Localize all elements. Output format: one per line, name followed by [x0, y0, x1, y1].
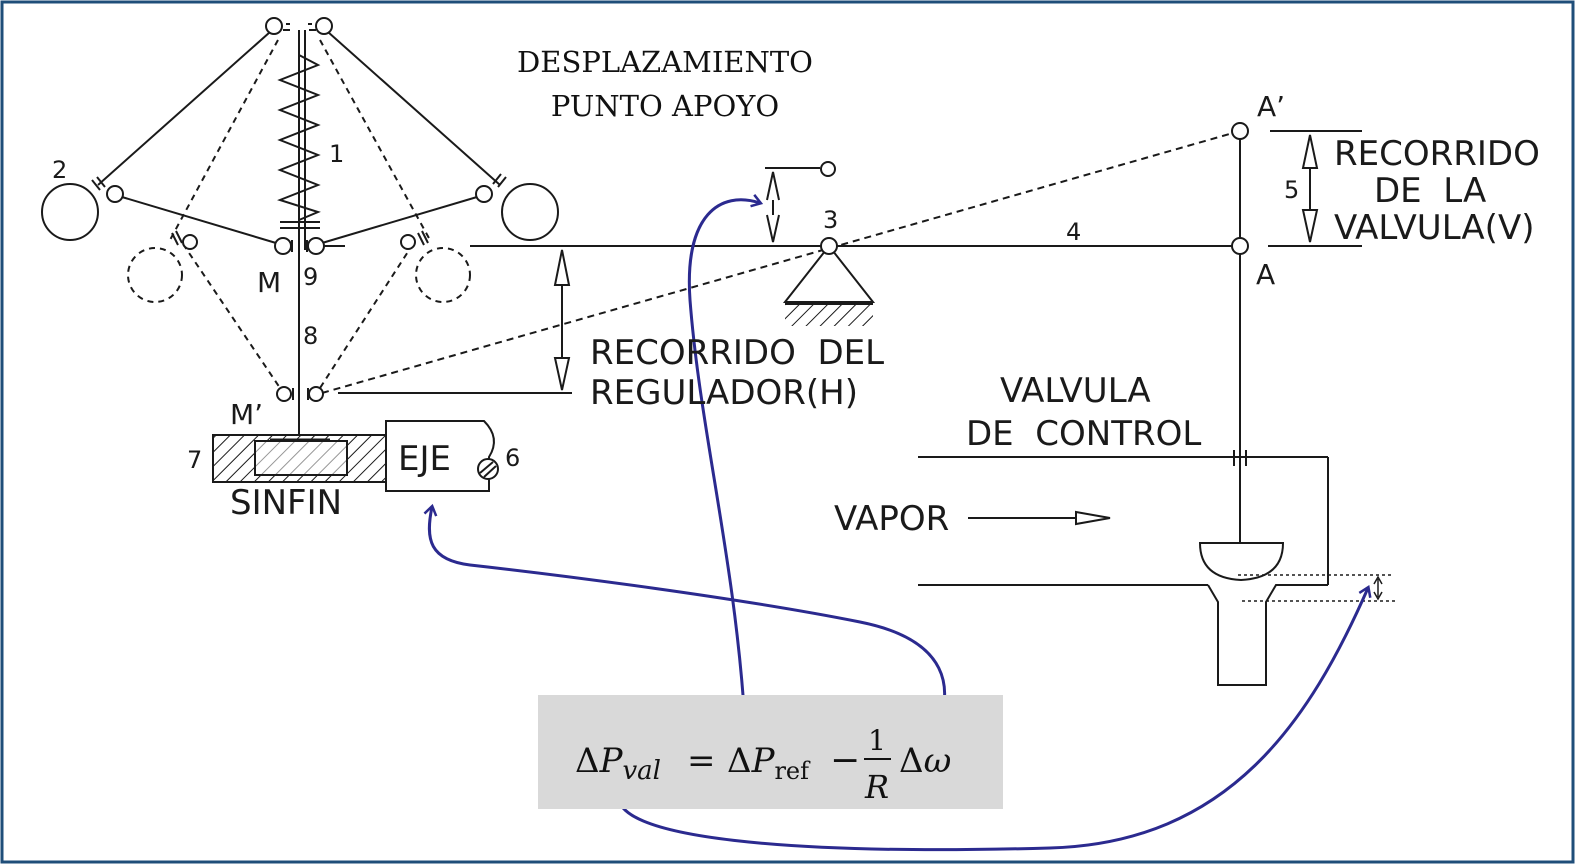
arrow-to-fulcrum	[687, 200, 760, 724]
title-line-2: PUNTO APOYO	[551, 89, 779, 123]
vapor-flow-arrow	[968, 510, 1111, 526]
label-7: 7	[187, 446, 202, 474]
eq-p-2: P	[751, 741, 776, 781]
label-sinfin: SINFIN	[230, 483, 342, 523]
label-valve-travel-2: DE LA	[1374, 171, 1486, 211]
sleeve-m-prime-right	[308, 386, 324, 402]
valve-stem	[1231, 122, 1362, 545]
eq-p-1: P	[599, 741, 624, 781]
label-1: 1	[329, 140, 344, 168]
label-8: 8	[303, 322, 318, 350]
label-regulator-travel-1: RECORRIDO DEL	[590, 333, 884, 373]
control-valve-body	[918, 450, 1398, 686]
lever-dashed	[321, 130, 1241, 394]
sleeve-m-left	[274, 237, 292, 255]
eq-delta-2: Δ	[727, 741, 752, 781]
eq-omega: ω	[924, 741, 952, 781]
arrow-to-valve-gap	[617, 588, 1368, 852]
eq-sub-val: val	[622, 756, 661, 786]
sleeve-m-prime-left	[276, 386, 292, 402]
arrow-to-shaft	[429, 507, 947, 733]
governor-flyball-assembly	[41, 17, 559, 440]
equation-box	[538, 695, 1003, 809]
label-control-valve-2: DE CONTROL	[966, 414, 1201, 454]
equation: ΔPval = ΔPref − 1 R Δω	[575, 724, 951, 806]
eq-minus: −	[830, 740, 860, 781]
label-6: 6	[505, 444, 520, 472]
label-regulator-travel-2: REGULADOR(H)	[590, 373, 858, 413]
shaft-eje	[385, 420, 499, 492]
svg-text:Δω: Δω	[899, 741, 951, 781]
svg-text:ΔPval: ΔPval	[575, 741, 661, 786]
flyball-right	[501, 183, 559, 241]
label-a: A	[1256, 258, 1275, 291]
flyball-left	[41, 183, 99, 241]
eq-frac-num: 1	[868, 724, 886, 757]
label-vapor: VAPOR	[834, 499, 949, 539]
svg-text:ΔPref: ΔPref	[727, 741, 811, 785]
worm-gear-sinfin	[212, 434, 388, 483]
label-m-prime: M’	[230, 398, 263, 431]
label-m: M	[257, 266, 281, 299]
label-3: 3	[823, 206, 838, 234]
label-eje: EJE	[398, 439, 451, 479]
label-2: 2	[52, 156, 67, 184]
label-valve-travel-1: RECORRIDO	[1334, 134, 1540, 174]
spring-1	[277, 54, 321, 221]
eq-delta-1: Δ	[575, 741, 600, 781]
eq-frac-den: R	[864, 768, 889, 806]
feedback-arrows	[429, 200, 1368, 852]
label-5: 5	[1284, 176, 1299, 204]
eq-equals: =	[687, 741, 716, 781]
fulcrum-displacement-arrow	[765, 161, 836, 243]
label-valve-travel-3: VALVULA(V)	[1334, 208, 1534, 248]
regulator-travel-arrow	[553, 249, 571, 391]
title-line-1: DESPLAZAMIENTO	[517, 45, 813, 79]
fulcrum-3	[782, 237, 876, 326]
label-a-prime: A’	[1257, 90, 1285, 123]
label-4: 4	[1066, 218, 1081, 246]
eq-sub-ref: ref	[774, 757, 811, 785]
label-control-valve-1: VALVULA	[1000, 371, 1151, 411]
governor-displaced-dashed	[127, 39, 471, 389]
label-9: 9	[303, 263, 318, 291]
sleeve-m-right	[307, 237, 325, 255]
eq-delta-3: Δ	[899, 741, 924, 781]
